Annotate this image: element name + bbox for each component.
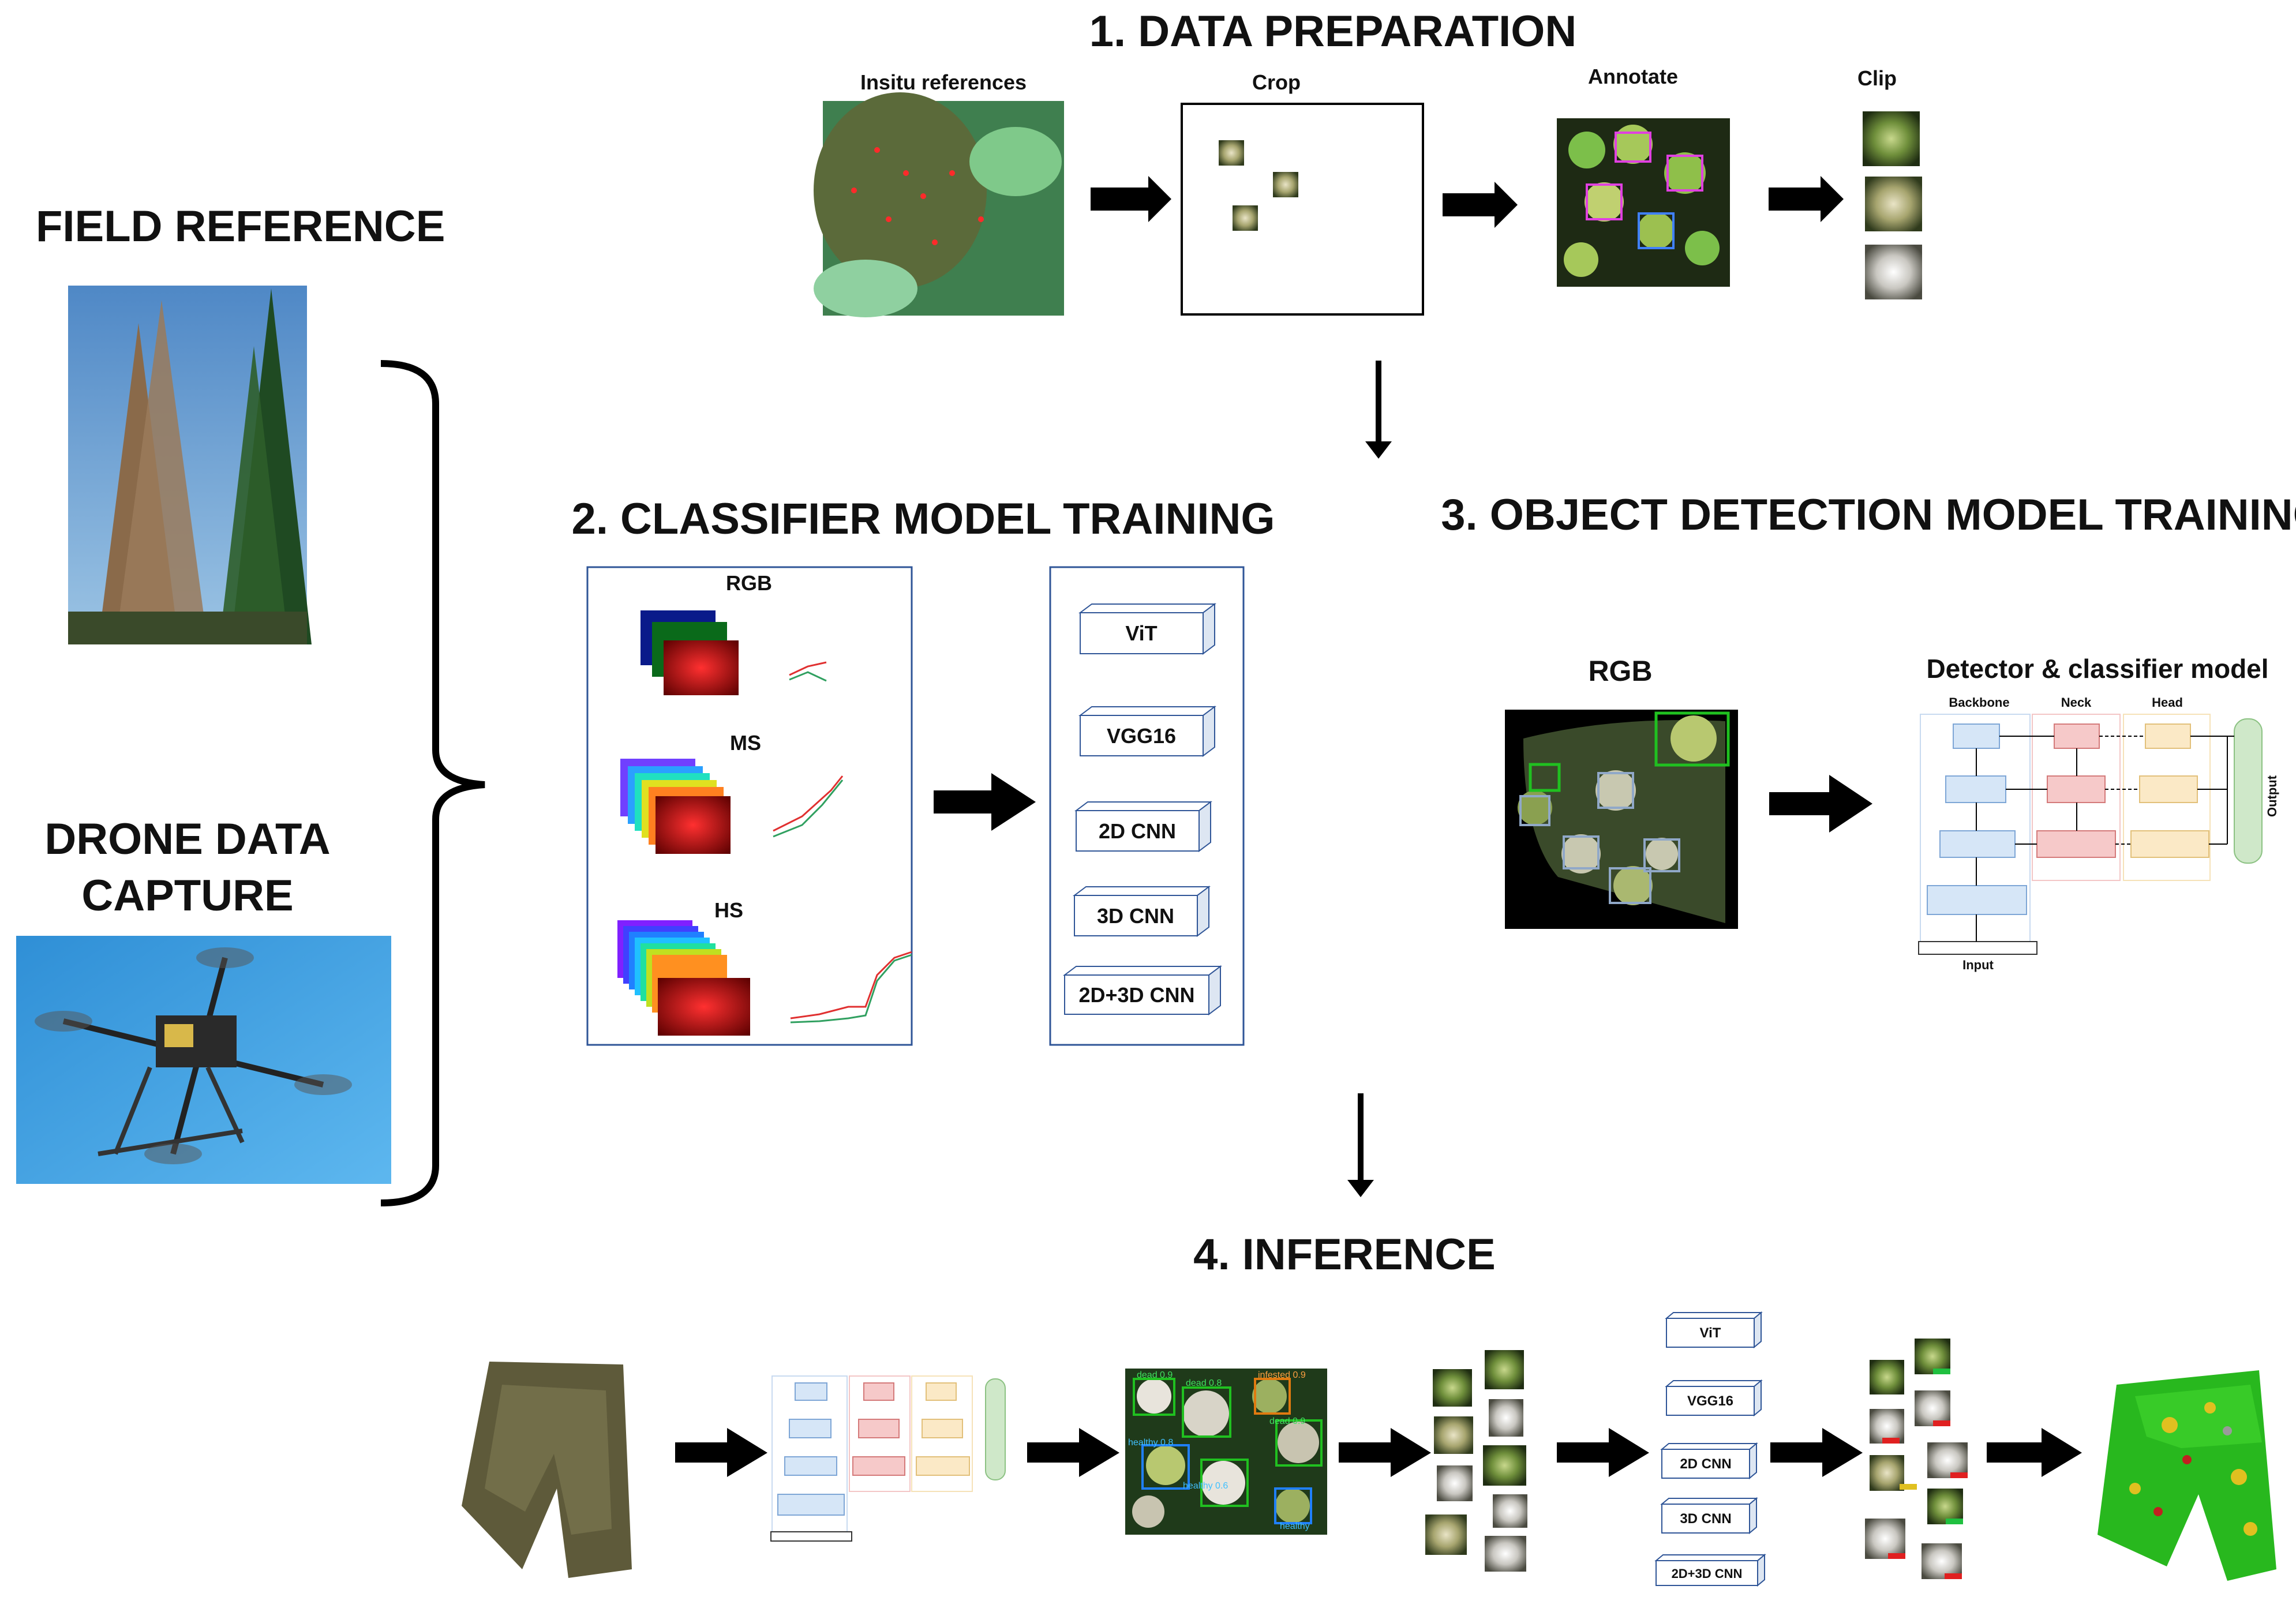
model-box-vit: ViT (1078, 603, 1216, 655)
datatype-rgb-label: RGB (726, 571, 772, 595)
inf-model-2dcnn-label: 2D CNN (1680, 1456, 1731, 1472)
det-label-1: dead 0.9 (1137, 1370, 1173, 1380)
drone-photo (16, 936, 391, 1184)
inf-model-2dcnn: 2D CNN (1660, 1442, 1758, 1480)
inference-classified-tiles (1865, 1339, 1968, 1579)
hs-stack (617, 920, 912, 1036)
step-annotate-label: Annotate (1588, 65, 1678, 88)
model-vit-label: ViT (1125, 621, 1157, 645)
arrow-crop-annotate (1443, 182, 1518, 228)
inference-detection-image: dead 0.9 dead 0.8 healthy 0.8 healthy 0.… (1125, 1369, 1327, 1535)
brace (380, 360, 485, 1206)
annotate-image (1557, 118, 1730, 287)
arrow-inf-3 (1339, 1428, 1431, 1477)
step-clip-label: Clip (1857, 66, 1897, 90)
det-label-6: infested 0.9 (1258, 1370, 1306, 1380)
arrow-insitu-crop (1091, 176, 1171, 222)
detector-diagram: Backbone Neck Head Output Input (1918, 695, 2279, 972)
model-vgg16-label: VGG16 (1107, 724, 1176, 748)
det-label-2: dead 0.8 (1186, 1378, 1222, 1388)
datatype-ms-label: MS (730, 731, 761, 755)
od-input-label: RGB (1588, 655, 1652, 687)
model-box-3dcnn: 3D CNN (1073, 886, 1211, 937)
det-label-3: healthy 0.8 (1128, 1438, 1173, 1448)
model-box-vgg16: VGG16 (1078, 706, 1216, 757)
section-neck: Neck (2061, 695, 2092, 710)
rgb-stack (641, 610, 827, 695)
drone-title-line1: DRONE DATA (44, 815, 330, 864)
inference-detector-diagram (770, 1375, 1006, 1542)
arrow-down-2 (1347, 1093, 1374, 1197)
arrow-inf-2 (1027, 1428, 1119, 1477)
clip-tile-2 (1865, 177, 1922, 231)
inf-model-vit: ViT (1665, 1311, 1763, 1349)
section-backbone: Backbone (1949, 695, 2009, 710)
ms-stack (620, 759, 844, 854)
orthomosaic-input (462, 1362, 632, 1578)
inf-model-vit-label: ViT (1700, 1325, 1721, 1341)
drone-title-line2: CAPTURE (81, 871, 293, 920)
section-head: Head (2152, 695, 2183, 710)
od-model-title: Detector & classifier model (1926, 654, 2268, 684)
arrow-inf-6 (1987, 1428, 2082, 1477)
model-box-2dcnn: 2D CNN (1074, 801, 1212, 852)
inf-model-3dcnn-label: 3D CNN (1680, 1511, 1731, 1527)
det-label-5: healthy (1280, 1521, 1310, 1531)
classifier-title: 2. CLASSIFIER MODEL TRAINING (572, 494, 1275, 543)
input-label: Input (1962, 958, 1994, 972)
arrow-down-1 (1365, 361, 1392, 459)
inference-title: 4. INFERENCE (1193, 1230, 1496, 1279)
model-2dcnn-label: 2D CNN (1099, 819, 1176, 843)
inference-clip-tiles (1425, 1350, 1527, 1572)
output-label: Output (2265, 775, 2279, 817)
inf-model-2d3dcnn: 2D+3D CNN (1654, 1553, 1766, 1587)
crop-panel (1181, 103, 1424, 316)
model-2d3dcnn-label: 2D+3D CNN (1078, 983, 1194, 1007)
insitu-image (814, 92, 1064, 317)
det-label-7: dead 0.9 (1269, 1416, 1305, 1426)
arrow-od-image-to-model (1769, 775, 1872, 833)
model-box-2d3dcnn: 2D+3D CNN (1063, 965, 1222, 1015)
od-rgb-image (1505, 710, 1738, 929)
arrow-inf-5 (1770, 1428, 1863, 1477)
final-health-map (2098, 1370, 2276, 1581)
clip-tile-3 (1865, 245, 1922, 299)
model-3dcnn-label: 3D CNN (1097, 904, 1174, 928)
inf-model-3dcnn: 3D CNN (1660, 1497, 1758, 1535)
arrow-data-to-models (934, 773, 1036, 831)
step-crop-label: Crop (1252, 70, 1301, 94)
field-reference-title: FIELD REFERENCE (36, 202, 445, 251)
datatype-hs-label: HS (714, 898, 743, 922)
arrow-inf-4 (1557, 1428, 1649, 1477)
object-detection-title: 3. OBJECT DETECTION MODEL TRAINING (1441, 490, 2296, 539)
field-tree-photo (68, 286, 312, 644)
det-label-4: healthy 0.6 (1183, 1481, 1228, 1491)
arrow-inf-1 (675, 1428, 767, 1477)
clip-tile-1 (1863, 111, 1920, 166)
inf-model-vgg16-label: VGG16 (1687, 1393, 1733, 1409)
inf-model-2d3dcnn-label: 2D+3D CNN (1672, 1566, 1743, 1581)
data-preparation-title: 1. DATA PREPARATION (1089, 7, 1576, 56)
arrow-annotate-clip (1769, 176, 1844, 222)
inf-model-vgg16: VGG16 (1665, 1379, 1763, 1417)
step-insitu-label: Insitu references (860, 70, 1027, 94)
